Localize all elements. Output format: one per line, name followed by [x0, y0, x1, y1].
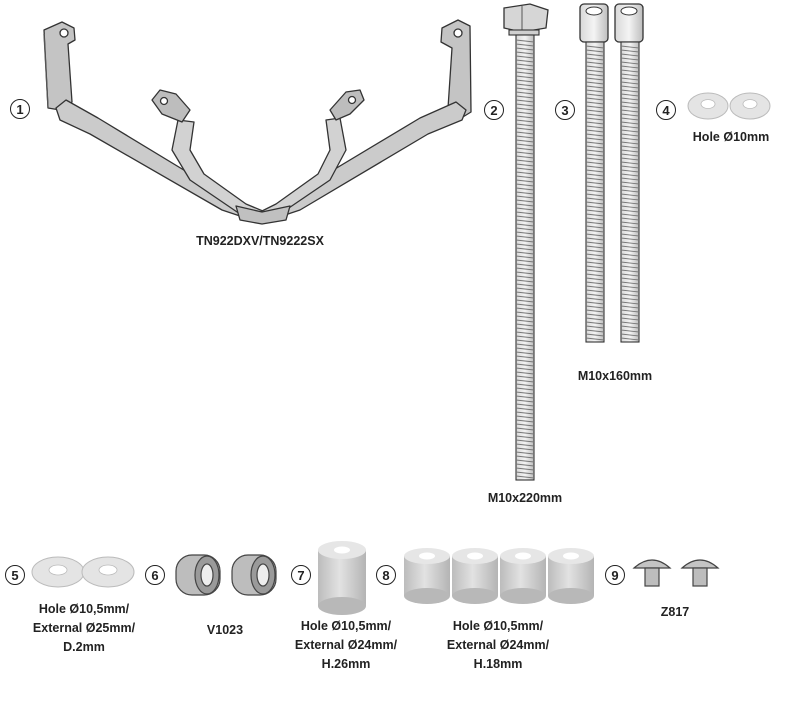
- part-label-6: V1023: [206, 623, 244, 637]
- part-number-5: 5: [5, 565, 25, 585]
- part-number-1: 1: [10, 99, 30, 119]
- rivet-pair: [632, 559, 720, 587]
- cap-screw-pair: [579, 3, 644, 343]
- washer-pair-25mm: [31, 556, 135, 588]
- part-label-8: Hole Ø10,5mm/ External Ø24mm/ H.18mm: [446, 619, 550, 671]
- part-label-5: Hole Ø10,5mm/ External Ø25mm/ D.2mm: [32, 602, 136, 654]
- part-label-7: Hole Ø10,5mm/ External Ø24mm/ H.26mm: [294, 619, 398, 671]
- long-bolt: [503, 3, 549, 481]
- spacer-18mm-set: [404, 548, 594, 604]
- part-number-8: 8: [376, 565, 396, 585]
- crash-bar-frame: [43, 19, 472, 225]
- part-label-2: M10x220mm: [487, 491, 563, 505]
- part-label-4: Hole Ø10mm: [692, 130, 770, 144]
- spacer-26mm: [318, 541, 366, 615]
- part-number-6: 6: [145, 565, 165, 585]
- bushing-pair: [175, 554, 277, 596]
- part-number-7: 7: [291, 565, 311, 585]
- part-number-4: 4: [656, 100, 676, 120]
- part-label-9: Z817: [660, 605, 690, 619]
- washer-pair-10mm: [687, 92, 771, 120]
- part-number-3: 3: [555, 100, 575, 120]
- part-number-9: 9: [605, 565, 625, 585]
- part-label-1: TN922DXV/TN9222SX: [196, 234, 324, 248]
- part-number-2: 2: [484, 100, 504, 120]
- part-label-3: M10x160mm: [577, 369, 653, 383]
